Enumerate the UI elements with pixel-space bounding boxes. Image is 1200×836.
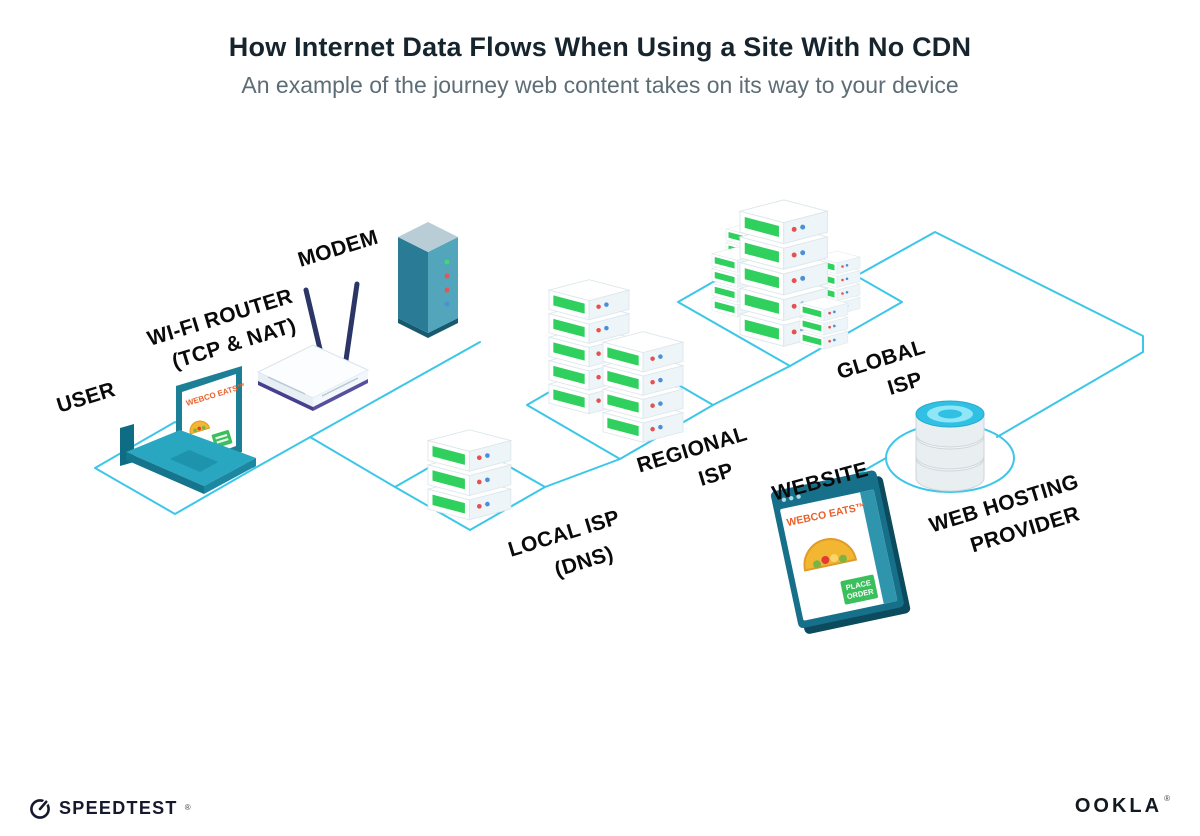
line-user-modem: [254, 341, 481, 469]
user-laptop-icon: WEBCO EATS™: [120, 366, 256, 494]
speedtest-logo: SPEEDTEST ®: [28, 796, 191, 820]
modem-icon: [398, 222, 458, 338]
regional-isp-label-line2: ISP: [696, 459, 736, 491]
server-stack: [799, 296, 849, 350]
line-modem-local-isp: [309, 436, 396, 488]
footer: SPEEDTEST ® OOKLA ®: [0, 790, 1200, 820]
server-stack: [602, 331, 684, 443]
browser-dot: [781, 497, 787, 502]
regional-isp-servers-icon: [548, 279, 684, 443]
speedtest-gauge-icon: [30, 799, 50, 819]
mini-order-badge: [211, 430, 233, 448]
global-isp-servers-icon: [711, 199, 861, 350]
header: How Internet Data Flows When Using a Sit…: [0, 32, 1200, 99]
taco-icon-small: [189, 420, 211, 435]
line-regional-global: [712, 365, 791, 406]
browser-dot: [789, 496, 794, 501]
ookla-logo: OOKLA ®: [1075, 795, 1170, 818]
line-global-hosting: [855, 231, 1144, 438]
page-title: How Internet Data Flows When Using a Sit…: [228, 32, 972, 62]
ookla-trademark: ®: [1164, 794, 1170, 803]
local-isp-label-line2: (DNS): [552, 542, 616, 582]
speedtest-wordmark: SPEEDTEST: [59, 797, 178, 818]
hosting-database-icon: [915, 400, 985, 492]
modem-label: MODEM: [295, 226, 381, 272]
global-isp-label-line2: ISP: [885, 368, 925, 400]
ookla-wordmark: OOKLA: [1074, 795, 1163, 817]
place-order-button: PLACE ORDER: [840, 574, 878, 605]
wifi-router-icon: [256, 281, 370, 411]
website-browser-icon: WEBCO EATS™ PLACE ORDER: [770, 470, 911, 634]
speedtest-trademark: ®: [184, 803, 191, 812]
taco-icon-large: [803, 538, 858, 572]
browser-dot: [796, 494, 801, 499]
server-stack: [427, 429, 512, 521]
line-local-regional: [544, 458, 621, 488]
user-label: USER: [54, 378, 118, 418]
page-subtitle: An example of the journey web content ta…: [241, 72, 959, 98]
local-isp-servers-icon: [427, 429, 512, 521]
